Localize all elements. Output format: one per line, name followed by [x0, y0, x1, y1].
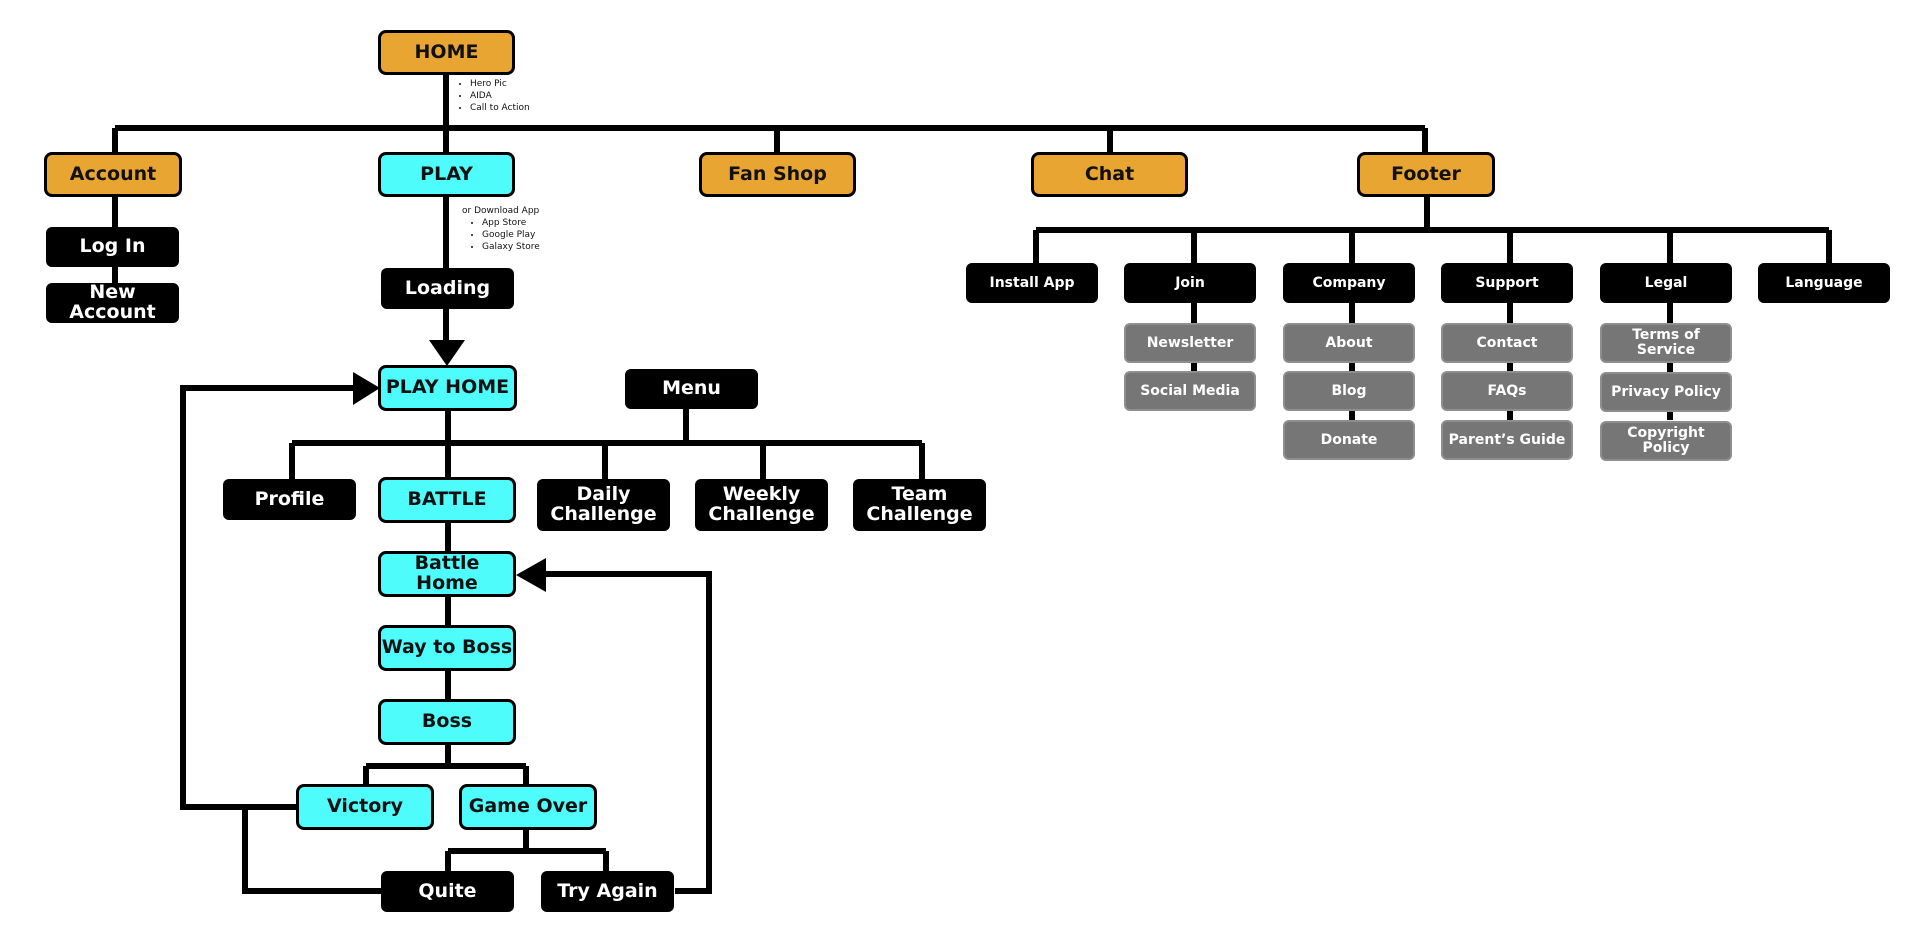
- node-play-home[interactable]: PLAY HOME: [378, 365, 517, 411]
- node-support[interactable]: Support: [1441, 263, 1573, 303]
- note-play-lead: or Download App: [462, 206, 540, 216]
- node-weekly-challenge-line2: Challenge: [708, 503, 815, 525]
- node-donate[interactable]: Donate: [1283, 420, 1415, 460]
- node-weekly-challenge-line1: Weekly: [722, 483, 801, 506]
- node-parents-guide[interactable]: Parent’s Guide: [1441, 420, 1573, 460]
- node-daily-challenge-line1: Daily: [576, 483, 631, 506]
- node-daily-challenge[interactable]: Daily Challenge: [537, 479, 670, 531]
- node-quite[interactable]: Quite: [381, 871, 514, 912]
- node-faqs[interactable]: FAQs: [1441, 371, 1573, 411]
- node-language[interactable]: Language: [1758, 263, 1890, 303]
- node-account[interactable]: Account: [44, 152, 182, 197]
- node-way-to-boss[interactable]: Way to Boss: [378, 625, 516, 671]
- node-profile[interactable]: Profile: [223, 479, 356, 520]
- node-team-challenge[interactable]: Team Challenge: [853, 479, 986, 531]
- node-privacy-policy[interactable]: Privacy Policy: [1600, 372, 1732, 412]
- node-newsletter[interactable]: Newsletter: [1124, 323, 1256, 363]
- arrowhead-playhome: [353, 372, 380, 405]
- node-install-app[interactable]: Install App: [966, 263, 1098, 303]
- node-boss[interactable]: Boss: [378, 699, 516, 745]
- node-blog[interactable]: Blog: [1283, 371, 1415, 411]
- arrowhead-loading: [429, 340, 465, 366]
- node-new-account[interactable]: New Account: [46, 282, 179, 323]
- line-quite-loop: [242, 807, 381, 894]
- node-log-in[interactable]: Log In: [46, 227, 179, 267]
- node-team-challenge-line1: Team: [891, 483, 948, 506]
- note-play-item: Galaxy Store: [482, 241, 540, 253]
- arrowhead-battlehome: [516, 558, 546, 592]
- node-join[interactable]: Join: [1124, 263, 1256, 303]
- note-home-item: Hero Pic: [470, 78, 530, 90]
- note-play-item: Google Play: [482, 229, 540, 241]
- node-menu[interactable]: Menu: [625, 369, 758, 409]
- node-weekly-challenge[interactable]: Weekly Challenge: [695, 479, 828, 531]
- node-legal[interactable]: Legal: [1600, 263, 1732, 303]
- node-battle[interactable]: BATTLE: [378, 477, 516, 523]
- node-copyright-policy[interactable]: Copyright Policy: [1600, 421, 1732, 461]
- node-fan-shop[interactable]: Fan Shop: [699, 152, 856, 197]
- node-about[interactable]: About: [1283, 323, 1415, 363]
- node-home[interactable]: HOME: [378, 30, 515, 75]
- node-chat[interactable]: Chat: [1031, 152, 1188, 197]
- node-victory[interactable]: Victory: [296, 784, 434, 830]
- node-social-media[interactable]: Social Media: [1124, 371, 1256, 411]
- line-victory-loop: [180, 385, 356, 810]
- node-play[interactable]: PLAY: [378, 152, 515, 197]
- node-game-over[interactable]: Game Over: [459, 784, 597, 830]
- note-home: Hero Pic AIDA Call to Action: [458, 78, 530, 114]
- node-daily-challenge-line2: Challenge: [550, 503, 657, 525]
- node-battle-home[interactable]: Battle Home: [378, 551, 516, 597]
- line-tryagain-loop: [544, 571, 712, 894]
- note-home-item: Call to Action: [470, 102, 530, 114]
- note-play: or Download App App Store Google Play Ga…: [462, 205, 540, 253]
- note-home-item: AIDA: [470, 90, 530, 102]
- node-try-again[interactable]: Try Again: [541, 871, 674, 912]
- node-loading[interactable]: Loading: [381, 268, 514, 309]
- note-play-item: App Store: [482, 217, 540, 229]
- node-terms-of-service[interactable]: Terms of Service: [1600, 323, 1732, 363]
- node-team-challenge-line2: Challenge: [866, 503, 973, 525]
- node-footer[interactable]: Footer: [1357, 152, 1495, 197]
- node-contact[interactable]: Contact: [1441, 323, 1573, 363]
- node-company[interactable]: Company: [1283, 263, 1415, 303]
